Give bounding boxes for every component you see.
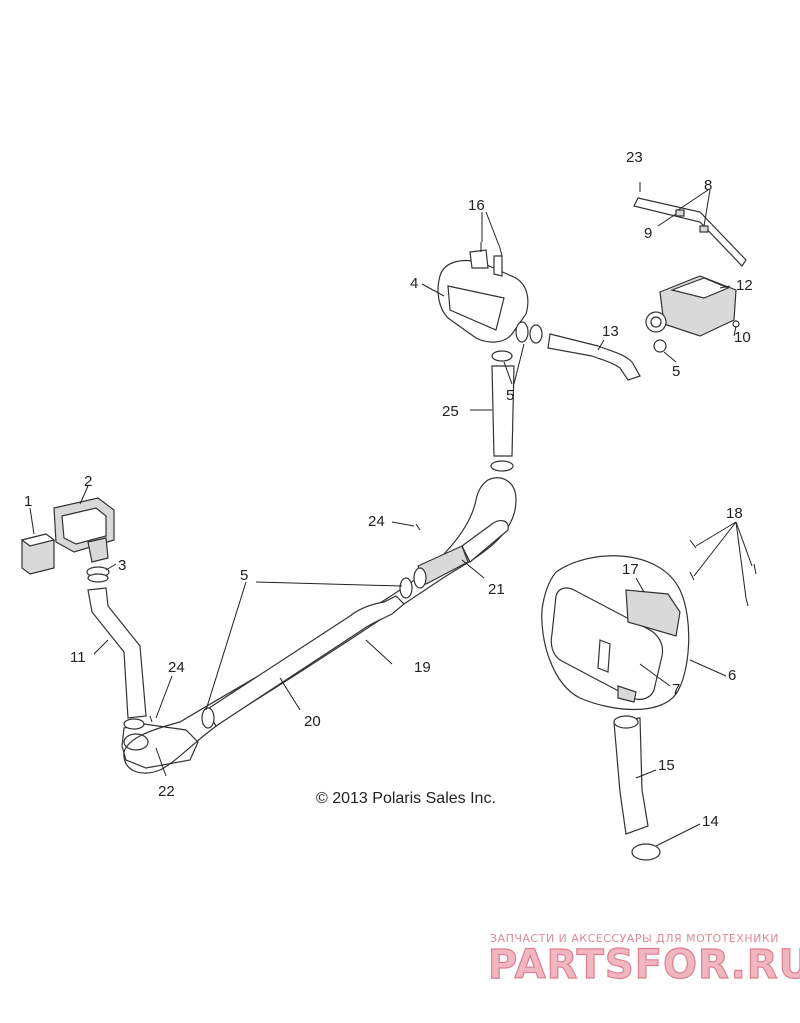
callout-11: 11 [70, 649, 86, 666]
part-5-clamp-g [653, 339, 667, 353]
part-18-screw-c [753, 563, 757, 575]
callout-14: 14 [702, 813, 719, 830]
part-14-clamp [631, 843, 661, 861]
callout-17: 17 [622, 561, 639, 578]
callout-19: 19 [414, 659, 431, 676]
part-15-duct [613, 717, 649, 835]
callout-16: 16 [468, 197, 485, 214]
callout-2: 2 [84, 473, 92, 490]
part-9-bracket [633, 197, 747, 267]
part-24-screw-a [415, 523, 421, 531]
callout-20: 20 [304, 713, 321, 730]
callout-5-c: 5 [672, 363, 680, 380]
callout-7: 7 [672, 681, 680, 698]
copyright-notice: © 2013 Polaris Sales Inc. [316, 790, 496, 807]
part-6-outline [541, 555, 690, 710]
part-17-foam [625, 589, 681, 637]
part-11-duct [87, 587, 147, 719]
callout-6: 6 [728, 667, 736, 684]
callout-5-b: 5 [506, 387, 514, 404]
part-1-block [20, 533, 56, 575]
part-25-duct [491, 365, 515, 457]
part-5-clamp-b [399, 577, 413, 599]
callout-12: 12 [736, 277, 753, 294]
callout-24-b: 24 [368, 513, 385, 530]
part-15-top [613, 715, 639, 729]
callout-23: 23 [626, 149, 643, 166]
part-18-screw-b [689, 571, 695, 581]
callout-9: 9 [644, 225, 652, 242]
part-5-clamp-c [123, 718, 145, 730]
part-8-nut-b [699, 225, 709, 233]
part-22-elbow [121, 723, 199, 769]
watermark-tagline: ЗАПЧАСТИ И АКСЕССУАРЫ ДЛЯ МОТОТЕХНИКИ [490, 932, 779, 945]
callout-18: 18 [726, 505, 743, 522]
callout-25: 25 [442, 403, 459, 420]
part-13-hose [547, 333, 641, 381]
callout-15: 15 [658, 757, 675, 774]
watermark: ЗАПЧАСТИ И АКСЕССУАРЫ ДЛЯ МОТОТЕХНИКИ PA… [487, 932, 800, 989]
leader-lines [29, 189, 753, 847]
part-3-clamp-inner [87, 573, 109, 583]
part-25-clamp [490, 460, 514, 472]
part-24-screw-b [149, 715, 153, 723]
part-20-tube [205, 595, 405, 727]
part-16-screw-b [499, 247, 503, 257]
part-18-screw-d [745, 597, 749, 607]
part-12-assembly [645, 275, 737, 337]
part-7-filter [550, 587, 664, 703]
part-5-clamp-e [529, 324, 543, 344]
callout-24-a: 24 [168, 659, 185, 676]
callout-1: 1 [24, 493, 32, 510]
part-5-clamp-a [201, 707, 215, 729]
part-4-airbox [437, 249, 529, 343]
part-8-nut-a [675, 209, 685, 217]
callout-5-a: 5 [240, 567, 248, 584]
part-5-clamp-d [515, 321, 529, 343]
callout-22: 22 [158, 783, 175, 800]
part-2-intake-boot [53, 497, 115, 563]
callout-labels: 1 2 3 11 24 22 5 20 19 21 24 25 4 16 5 1… [24, 149, 753, 830]
callout-8: 8 [704, 177, 712, 194]
callout-10: 10 [734, 329, 751, 346]
callout-21: 21 [488, 581, 505, 598]
part-21-tube [413, 520, 509, 589]
part-18-screw-a [689, 539, 697, 549]
callout-4: 4 [410, 275, 418, 292]
watermark-logo: PARTSFOR.RU [488, 942, 800, 988]
callout-13: 13 [602, 323, 619, 340]
part-5-clamp-f [491, 350, 513, 362]
callout-3: 3 [118, 557, 126, 574]
